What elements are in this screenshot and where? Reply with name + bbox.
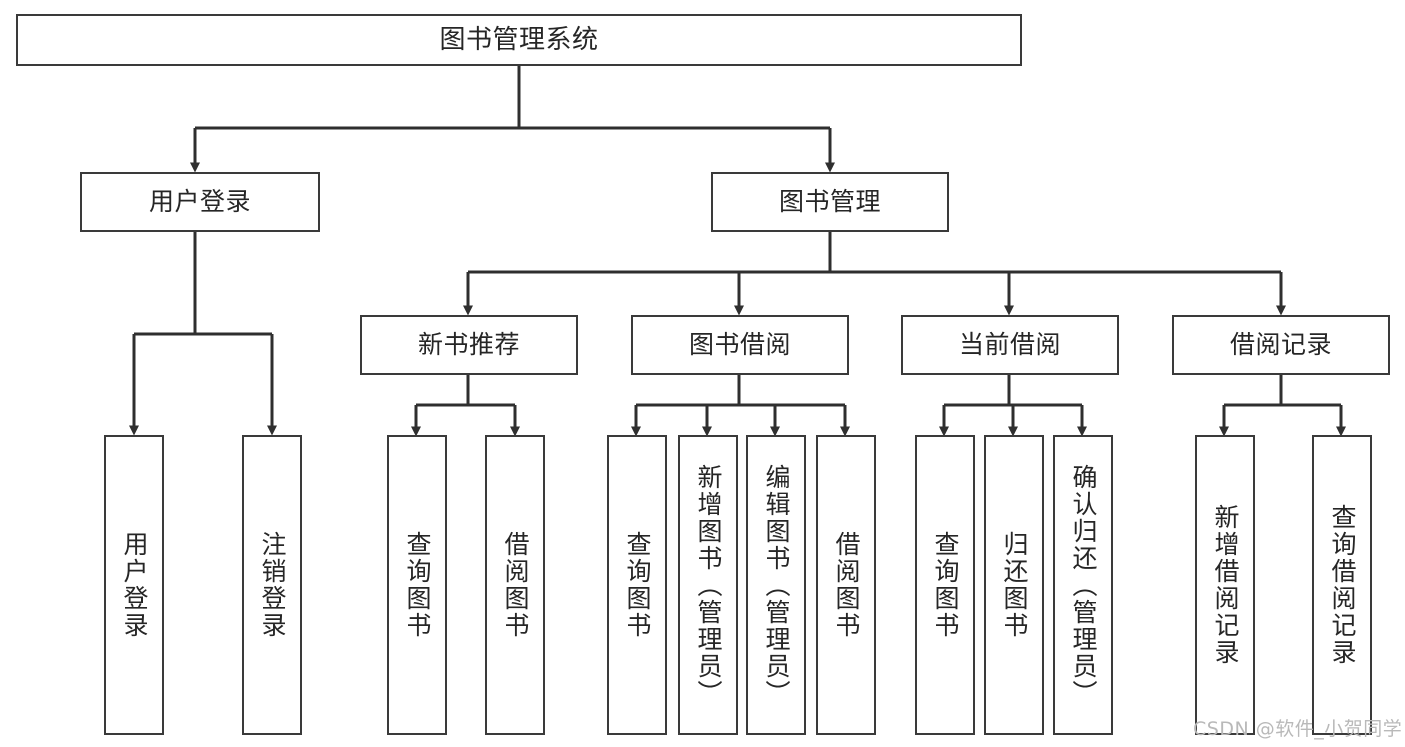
node-label: 用户登录 <box>148 187 251 217</box>
node-label: 借阅图书 <box>501 531 530 639</box>
node-current-borrow[interactable]: 当前借阅 <box>901 315 1119 375</box>
node-label: 编辑图书（管理员） <box>762 463 791 707</box>
node-leaf-logout[interactable]: 注销登录 <box>242 435 302 735</box>
node-leaf-user-login[interactable]: 用户登录 <box>104 435 164 735</box>
node-label: 借阅记录 <box>1229 330 1332 360</box>
node-label: 新增图书（管理员） <box>694 463 723 707</box>
node-book-management[interactable]: 图书管理 <box>711 172 949 232</box>
node-leaf-borrow-book-recommend[interactable]: 借阅图书 <box>485 435 545 735</box>
node-leaf-query-book-recommend[interactable]: 查询图书 <box>387 435 447 735</box>
node-label: 归还图书 <box>1000 531 1029 639</box>
node-leaf-return-book[interactable]: 归还图书 <box>984 435 1044 735</box>
node-label: 借阅图书 <box>832 531 861 639</box>
node-label: 查询图书 <box>931 531 960 639</box>
node-book-borrow[interactable]: 图书借阅 <box>631 315 849 375</box>
node-label: 查询借阅记录 <box>1328 504 1357 666</box>
node-label: 查询图书 <box>403 531 432 639</box>
node-label: 查询图书 <box>623 531 652 639</box>
node-leaf-query-borrow-record[interactable]: 查询借阅记录 <box>1312 435 1372 735</box>
node-borrow-record[interactable]: 借阅记录 <box>1172 315 1390 375</box>
node-leaf-edit-book-admin[interactable]: 编辑图书（管理员） <box>746 435 806 735</box>
node-leaf-add-borrow-record[interactable]: 新增借阅记录 <box>1195 435 1255 735</box>
node-leaf-borrow-book[interactable]: 借阅图书 <box>816 435 876 735</box>
node-label: 新书推荐 <box>417 330 520 360</box>
node-leaf-query-book-current[interactable]: 查询图书 <box>915 435 975 735</box>
node-label: 图书管理 <box>778 187 881 217</box>
node-leaf-query-book-borrow[interactable]: 查询图书 <box>607 435 667 735</box>
node-label: 图书借阅 <box>688 330 791 360</box>
node-root-book-management-system[interactable]: 图书管理系统 <box>16 14 1022 66</box>
node-leaf-add-book-admin[interactable]: 新增图书（管理员） <box>678 435 738 735</box>
node-label: 注销登录 <box>258 531 287 639</box>
node-label: 图书管理系统 <box>439 24 599 55</box>
csdn-watermark: CSDN @软件_小贺同学 <box>1193 718 1403 740</box>
node-label: 确认归还（管理员） <box>1069 463 1098 707</box>
node-label: 用户登录 <box>120 531 149 639</box>
node-leaf-confirm-return-admin[interactable]: 确认归还（管理员） <box>1053 435 1113 735</box>
node-user-login[interactable]: 用户登录 <box>80 172 320 232</box>
node-label: 当前借阅 <box>958 330 1061 360</box>
node-new-book-recommend[interactable]: 新书推荐 <box>360 315 578 375</box>
node-label: 新增借阅记录 <box>1211 504 1240 666</box>
